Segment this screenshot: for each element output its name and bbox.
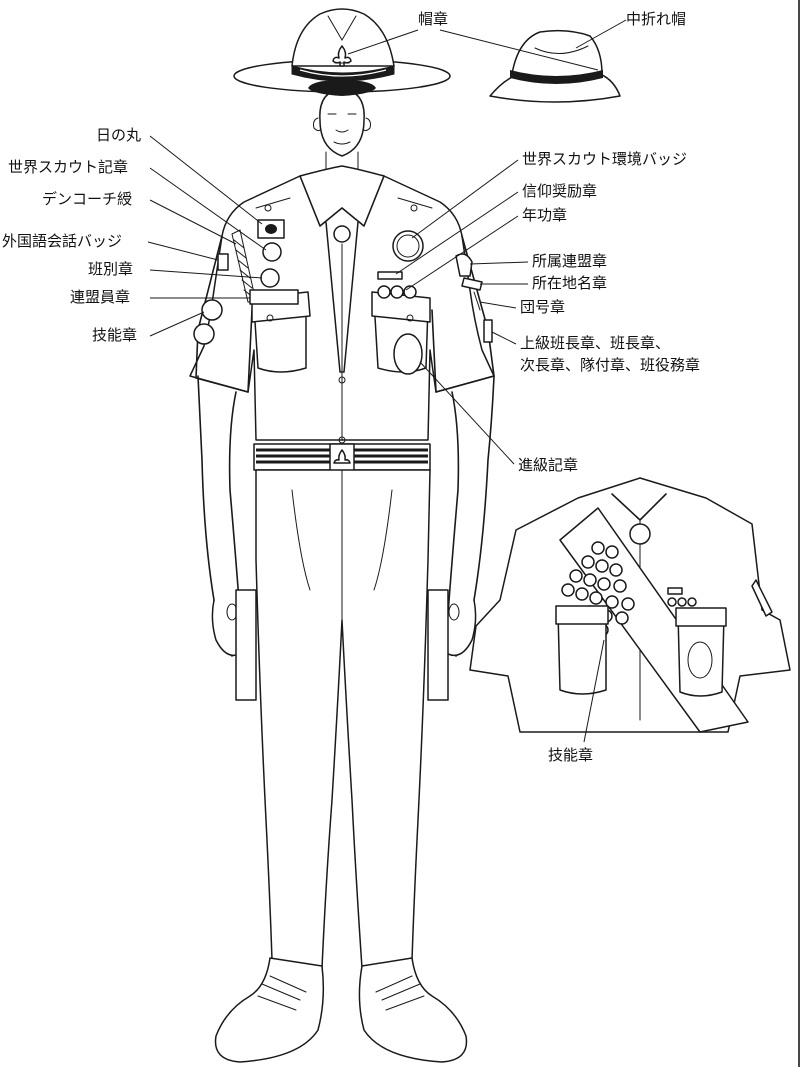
label-progress-badge: 進級記章 <box>518 456 578 474</box>
label-cap-badge: 帽章 <box>418 10 448 28</box>
folded-hat-icon <box>489 29 621 103</box>
label-den-coach-cord: デンコーチ綬 <box>42 190 132 208</box>
label-hinomaru: 日の丸 <box>96 126 141 144</box>
label-world-scout-badge: 世界スカウト記章 <box>8 158 128 176</box>
label-folded-hat: 中折れ帽 <box>626 10 686 28</box>
label-council-badge: 所属連盟章 <box>532 252 607 270</box>
label-rank-line2: 次長章、隊付章、班役務章 <box>520 356 700 374</box>
label-rank-line1: 上級班長章、班長章、 <box>520 334 670 352</box>
label-world-scout-environment-badge: 世界スカウト環境バッジ <box>522 150 687 168</box>
label-patrol-badge: 班別章 <box>88 260 133 278</box>
label-group: 帽章 中折れ帽 日の丸 世界スカウト記章 デンコーチ綬 外国語会話バッジ 班別章… <box>2 10 700 764</box>
sash-inset-illustration <box>469 477 791 733</box>
label-troop-number: 団号章 <box>520 298 565 316</box>
label-foreign-language-badge: 外国語会話バッジ <box>2 232 122 250</box>
scout-figure-illustration <box>189 80 495 1063</box>
label-location-badge: 所在地名章 <box>532 274 607 292</box>
fleur-de-lis-icon <box>332 45 352 67</box>
campaign-hat-icon <box>233 8 451 93</box>
label-service-star: 年功章 <box>522 206 567 224</box>
label-skill-badge-inset: 技能章 <box>548 746 593 764</box>
leader-lines <box>147 19 627 743</box>
label-federation-member-badge: 連盟員章 <box>70 288 130 306</box>
label-religion-award: 信仰奨励章 <box>522 182 597 200</box>
label-skill-badge-left: 技能章 <box>92 326 137 344</box>
